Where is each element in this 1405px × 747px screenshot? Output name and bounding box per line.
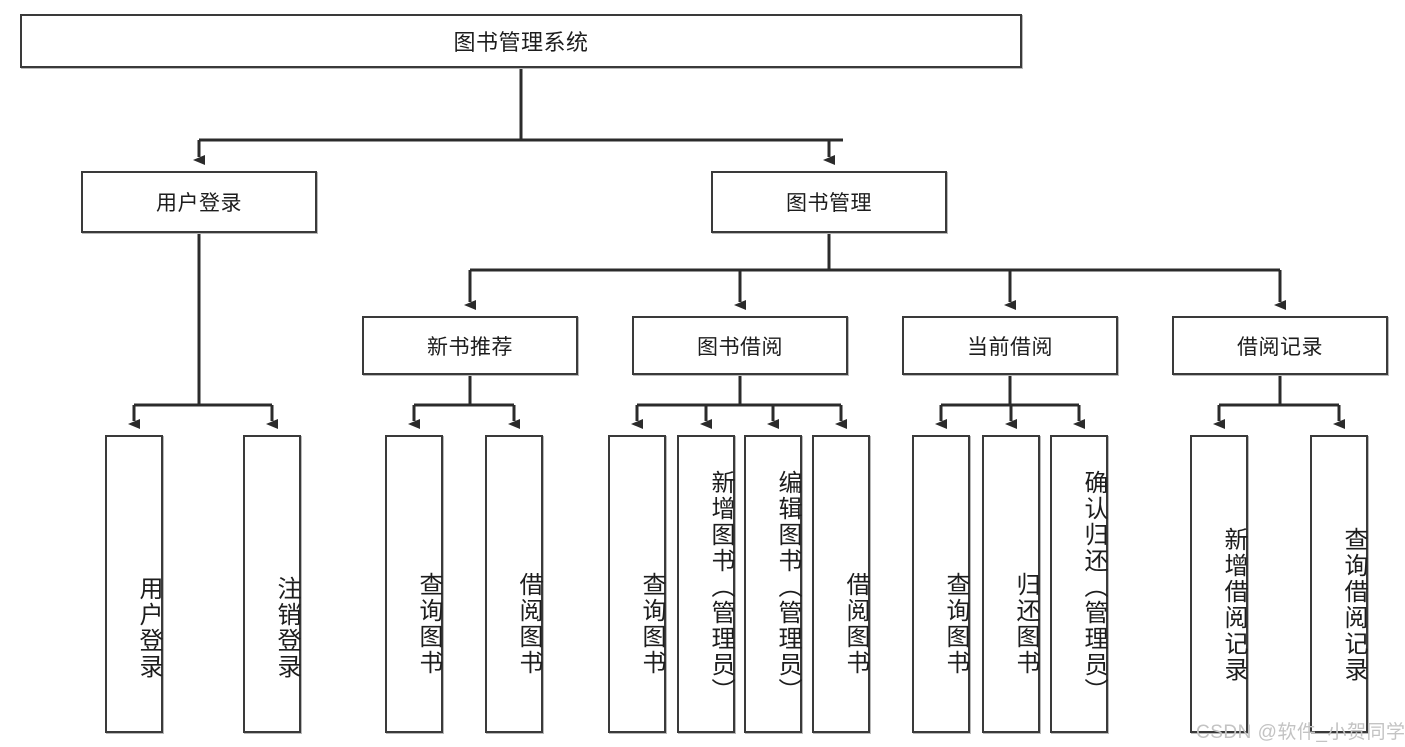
node-leaf-confirm-return-label: 确认归还（管理员） [1080,470,1107,704]
node-leaf-query-book-cur[interactable]: 查询图书 [912,435,970,733]
node-book-manage-label: 图书管理 [786,192,872,215]
node-leaf-add-book[interactable]: 新增图书（管理员） [677,435,735,733]
node-borrow-record-label: 借阅记录 [1237,335,1323,359]
node-root-label: 图书管理系统 [453,30,589,55]
node-leaf-query-record-label: 查询借阅记录 [1340,527,1367,683]
node-leaf-borrow-book-label: 借阅图书 [842,572,869,676]
node-book-manage[interactable]: 图书管理 [711,171,947,233]
node-leaf-borrow-book[interactable]: 借阅图书 [812,435,870,733]
node-current-borrow-label: 当前借阅 [967,335,1053,359]
node-leaf-borrow-book-rec[interactable]: 借阅图书 [485,435,543,733]
node-borrow-record[interactable]: 借阅记录 [1172,316,1388,375]
node-leaf-add-book-label: 新增图书（管理员） [707,470,734,704]
node-leaf-query-book-rec[interactable]: 查询图书 [385,435,443,733]
watermark: CSDN @软件_小贺同学 [1196,722,1405,743]
node-root[interactable]: 图书管理系统 [20,14,1022,68]
node-leaf-logout[interactable]: 注销登录 [243,435,301,733]
node-book-borrow[interactable]: 图书借阅 [632,316,848,375]
node-leaf-return-book[interactable]: 归还图书 [982,435,1040,733]
node-new-book-rec-label: 新书推荐 [427,335,513,359]
node-leaf-query-book-borrow-label: 查询图书 [638,572,665,676]
node-leaf-edit-book[interactable]: 编辑图书（管理员） [744,435,802,733]
node-leaf-query-book-borrow[interactable]: 查询图书 [608,435,666,733]
node-leaf-edit-book-label: 编辑图书（管理员） [774,470,801,704]
node-leaf-user-login-label: 用户登录 [135,576,162,680]
node-leaf-return-book-label: 归还图书 [1012,572,1039,676]
node-leaf-query-record[interactable]: 查询借阅记录 [1310,435,1368,733]
node-current-borrow[interactable]: 当前借阅 [902,316,1118,375]
node-leaf-user-login[interactable]: 用户登录 [105,435,163,733]
node-user-login-label: 用户登录 [156,192,242,215]
node-user-login[interactable]: 用户登录 [81,171,317,233]
node-leaf-logout-label: 注销登录 [273,576,300,680]
node-leaf-add-record[interactable]: 新增借阅记录 [1190,435,1248,733]
node-book-borrow-label: 图书借阅 [697,335,783,359]
node-leaf-borrow-book-rec-label: 借阅图书 [515,572,542,676]
node-leaf-query-book-rec-label: 查询图书 [415,572,442,676]
node-leaf-add-record-label: 新增借阅记录 [1220,527,1247,683]
node-leaf-query-book-cur-label: 查询图书 [942,572,969,676]
node-leaf-confirm-return[interactable]: 确认归还（管理员） [1050,435,1108,733]
node-new-book-rec[interactable]: 新书推荐 [362,316,578,375]
